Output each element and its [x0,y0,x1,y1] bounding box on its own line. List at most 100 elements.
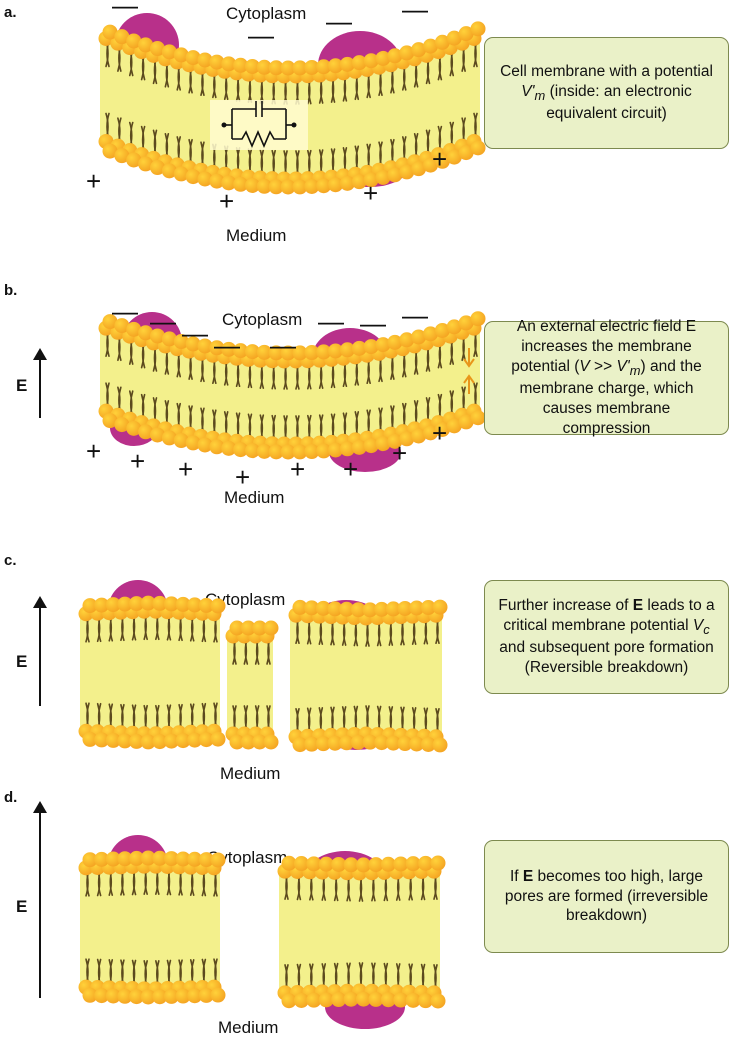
lipid-head [368,991,384,1007]
lipid-head [126,321,142,337]
lipid-head [432,599,448,615]
lipid-head [187,988,203,1004]
lipid-head [221,56,237,72]
lipid-head [244,177,260,193]
lipid-head [292,179,308,195]
lipid-heads [98,21,486,195]
lipid-head [82,852,98,868]
lipid-head [434,34,450,50]
lipid-head [244,344,260,360]
lipid-head [197,437,213,453]
lipid-head [244,443,260,459]
lipid-head [343,857,359,873]
lipid-head [129,850,145,866]
lipid-head [363,438,379,454]
lipid-head [405,992,421,1008]
lipid-head [252,620,268,636]
lipid-head [175,733,191,749]
compression-arrow-down [463,348,475,368]
lipid-head [152,595,168,611]
lipid-head [117,851,133,867]
lipid-head [82,598,98,614]
lipid-head [420,736,436,752]
lipid-head [327,735,343,751]
lipid-head [350,602,366,618]
lipid-head [163,596,179,612]
field-arrow [33,596,47,706]
lipid-head [306,992,322,1008]
lipid-head [292,737,308,753]
lipid-head [117,596,133,612]
membrane-core [227,634,273,736]
lipid-head [161,44,177,60]
lipid-head [363,53,379,69]
lipid-head [304,345,320,361]
compression-arrow-up [463,374,475,394]
lipid-head [233,57,249,73]
membrane-fragment [277,851,446,1029]
cytoplasm-label: Cytoplasm [226,4,307,23]
lipid-head [163,733,179,749]
lipid-head [152,989,168,1005]
lipid-head [434,421,450,437]
lipid-head [292,60,308,76]
lipid-head [263,620,279,636]
lipid-head [197,52,213,68]
lipid-head [161,430,177,446]
plus-sign: + [130,446,146,476]
minus-sign: — [360,308,386,338]
field-arrow [33,801,47,998]
lipid-heads [78,850,226,1005]
plus-sign: + [432,144,448,174]
lipid-head [351,439,367,455]
lipid-head [163,851,179,867]
lipid-head [210,731,226,747]
lipid-heads [78,595,226,750]
lipid-heads [288,599,448,753]
minus-sign: — [402,0,428,24]
lipid-head [102,24,118,40]
lipid-head [149,41,165,57]
lipid-head [209,340,225,356]
lipid-head [327,601,343,617]
lipid-head [411,161,427,177]
lipid-head [221,440,237,456]
plus-sign: + [86,166,102,196]
lipid-head [318,856,334,872]
lipid-head [363,172,379,188]
lipid-head [280,345,296,361]
minus-sign: — [112,296,138,326]
lipid-head [304,444,320,460]
minus-sign: — [112,0,138,20]
lipid-head [198,987,214,1003]
lipid-head [316,59,332,75]
lipid-head [356,857,371,873]
lipid-head [185,435,201,451]
lipid-head [315,600,331,616]
membrane-fragment [78,835,226,1005]
plus-sign: + [363,178,379,208]
lipid-head [315,736,331,752]
lipid-head [138,37,154,53]
minus-sign: — [214,330,240,360]
lipid-head [328,58,344,74]
lipid-head [129,989,145,1005]
field-label: E [16,376,28,395]
lipid-head [316,344,332,360]
lipid-head [430,855,446,871]
lipid-head [233,176,249,192]
lipid-head [405,856,421,872]
lipid-head [397,736,413,752]
lipid-head [240,734,256,750]
lipid-head [423,326,439,342]
lipid-head [149,160,165,176]
lipid-head [397,600,413,616]
lipid-head [434,322,450,338]
lipid-head [187,732,203,748]
minus-sign: — [270,330,296,360]
lipid-head [173,47,189,63]
lipid-head [210,598,226,614]
lipid-heads [277,855,446,1009]
membrane-core [80,609,220,736]
lipid-head [138,424,154,440]
